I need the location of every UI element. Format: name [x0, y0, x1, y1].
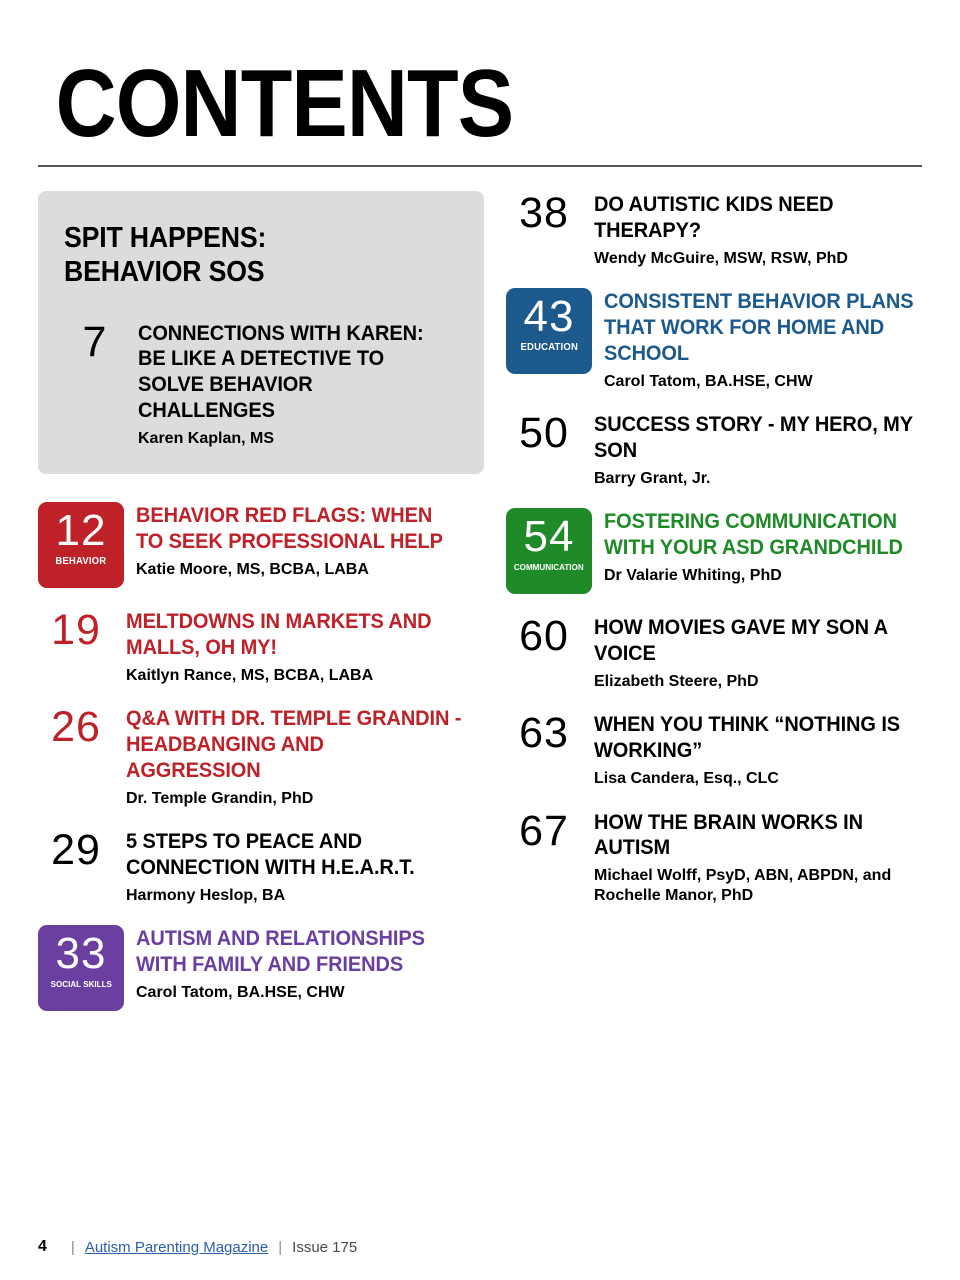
entry-title[interactable]: FOSTERING COMMUNICATION WITH YOUR ASD GR…	[604, 509, 903, 560]
entry-body: HOW THE BRAIN WORKS IN AUTISM Michael Wol…	[582, 809, 956, 906]
entry-author: Michael Wolff, PsyD, ABN, ABPDN, and Roc…	[594, 867, 892, 904]
page-number[interactable]: 67	[519, 806, 569, 855]
entry-author: Karen Kaplan, MS	[138, 429, 275, 447]
toc-entry[interactable]: 29 5 STEPS TO PEACE AND CONNECTION WITH H…	[38, 828, 488, 905]
entry-author: Barry Grant, Jr.	[594, 469, 711, 487]
category-label: EDUCATION	[520, 341, 578, 353]
right-entry-list: 38 DO AUTISTIC KIDS NEED THERAPY? Wendy Mc…	[506, 191, 956, 905]
entry-title[interactable]: MELTDOWNS IN MARKETS AND MALLS, OH MY!	[126, 609, 432, 660]
entry-title[interactable]: HOW THE BRAIN WORKS IN AUTISM	[594, 809, 863, 860]
toc-entry[interactable]: 26 Q&A WITH DR. TEMPLE GRANDIN - HEADBANG…	[38, 705, 488, 808]
entry-body: SUCCESS STORY - MY HERO, MY SON Barry Gra…	[582, 411, 956, 488]
feature-heading-line-1: SPIT HAPPENS:	[64, 222, 267, 255]
entry-author: Kaitlyn Rance, MS, BCBA, LABA	[126, 666, 374, 684]
entry-title[interactable]: 5 STEPS TO PEACE AND CONNECTION WITH H.E…	[126, 829, 415, 880]
entry-body: BEHAVIOR RED FLAGS: WHEN TO SEEK PROFESS…	[124, 502, 488, 579]
page-number[interactable]: 38	[519, 189, 569, 238]
toc-entry[interactable]: 19 MELTDOWNS IN MARKETS AND MALLS, OH MY!…	[38, 608, 488, 685]
entry-title[interactable]: SUCCESS STORY - MY HERO, MY SON	[594, 412, 913, 462]
entry-author: Wendy McGuire, MSW, RSW, PhD	[594, 249, 848, 267]
entry-title[interactable]: BEHAVIOR RED FLAGS: WHEN TO SEEK PROFESS…	[136, 503, 443, 554]
entry-title[interactable]: HOW MOVIES GAVE MY SON A VOICE	[594, 615, 888, 666]
entry-body: DO AUTISTIC KIDS NEED THERAPY? Wendy McGu…	[582, 191, 956, 268]
toc-entry[interactable]: 50 SUCCESS STORY - MY HERO, MY SON Barry G…	[506, 411, 956, 488]
entry-body: MELTDOWNS IN MARKETS AND MALLS, OH MY! Ka…	[114, 608, 488, 685]
page-number[interactable]: 26	[51, 703, 101, 752]
entry-author: Lisa Candera, Esq., CLC	[594, 770, 779, 788]
entry-title[interactable]: Q&A WITH DR. TEMPLE GRANDIN - HEADBANGIN…	[126, 706, 462, 783]
entry-body: CONSISTENT BEHAVIOR PLANS THAT WORK FOR …	[592, 288, 956, 391]
category-label: BEHAVIOR	[55, 555, 107, 567]
toc-entry[interactable]: 7 CONNECTIONS WITH KAREN: BE LIKE A DETE…	[64, 320, 458, 449]
footer-issue-label: Issue 175	[292, 1238, 358, 1256]
footer-separator-2: |	[278, 1238, 283, 1256]
page-number: 43	[523, 292, 575, 342]
feature-section-heading: SPIT HAPPENS: BEHAVIOR SOS	[64, 221, 426, 289]
contents-columns: SPIT HAPPENS: BEHAVIOR SOS 7 CONNECTIONS…	[38, 191, 922, 1031]
toc-entry[interactable]: 38 DO AUTISTIC KIDS NEED THERAPY? Wendy Mc…	[506, 191, 956, 268]
left-column: SPIT HAPPENS: BEHAVIOR SOS 7 CONNECTIONS…	[38, 191, 488, 1031]
right-column: 38 DO AUTISTIC KIDS NEED THERAPY? Wendy Mc…	[506, 191, 956, 925]
entry-author: Carol Tatom, BA.HSE, CHW	[136, 984, 345, 1002]
entry-author: Dr. Temple Grandin, PhD	[126, 789, 314, 807]
feature-heading-line-2: BEHAVIOR SOS	[64, 256, 265, 289]
entry-body: AUTISM AND RELATIONSHIPS WITH FAMILY AND…	[124, 925, 488, 1002]
page-number[interactable]: 29	[51, 826, 101, 875]
entry-author: Harmony Heslop, BA	[126, 886, 286, 904]
page-number: 12	[55, 506, 107, 556]
page-number[interactable]: 19	[51, 606, 101, 655]
feature-section-box: SPIT HAPPENS: BEHAVIOR SOS 7 CONNECTIONS…	[38, 191, 484, 475]
entry-title[interactable]: AUTISM AND RELATIONSHIPS WITH FAMILY AND…	[136, 926, 425, 977]
magazine-link[interactable]: Autism Parenting Magazine	[84, 1238, 269, 1256]
entry-title[interactable]: CONSISTENT BEHAVIOR PLANS THAT WORK FOR …	[604, 289, 914, 365]
entry-author: Carol Tatom, BA.HSE, CHW	[604, 372, 813, 390]
category-label: SOCIAL SKILLS	[50, 978, 112, 989]
toc-entry[interactable]: 63 WHEN YOU THINK “NOTHING IS WORKING” Lis…	[506, 711, 956, 788]
footer-separator-1: |	[70, 1238, 75, 1256]
entry-body: Q&A WITH DR. TEMPLE GRANDIN - HEADBANGIN…	[114, 705, 488, 808]
entry-body: FOSTERING COMMUNICATION WITH YOUR ASD GR…	[592, 508, 956, 585]
page-number[interactable]: 7	[82, 317, 108, 366]
entry-body: WHEN YOU THINK “NOTHING IS WORKING” Lisa …	[582, 711, 956, 788]
entry-body: HOW MOVIES GAVE MY SON A VOICE Elizabeth …	[582, 614, 956, 691]
page-title: CONTENTS	[55, 50, 514, 157]
entry-title[interactable]: WHEN YOU THINK “NOTHING IS WORKING”	[594, 712, 901, 763]
masthead: CONTENTS	[38, 0, 922, 168]
entry-body: CONNECTIONS WITH KAREN: BE LIKE A DETECT…	[126, 320, 458, 449]
toc-entry[interactable]: 60 HOW MOVIES GAVE MY SON A VOICE Elizabet…	[506, 614, 956, 691]
entry-author: Katie Moore, MS, BCBA, LABA	[136, 560, 369, 578]
entry-title[interactable]: CONNECTIONS WITH KAREN: BE LIKE A DETECT…	[138, 320, 424, 423]
page-number[interactable]: 63	[519, 709, 569, 758]
entry-author: Dr Valarie Whiting, PhD	[604, 566, 782, 584]
footer: 4 | Autism Parenting Magazine | Issue 17…	[38, 1238, 357, 1256]
page-number: 54	[523, 512, 575, 562]
entry-body: 5 STEPS TO PEACE AND CONNECTION WITH H.E…	[114, 828, 488, 905]
page-number[interactable]: 50	[519, 409, 569, 458]
footer-page-number: 4	[38, 1238, 47, 1255]
category-label: COMMUNICATION	[514, 561, 584, 572]
entry-title[interactable]: DO AUTISTIC KIDS NEED THERAPY?	[594, 192, 834, 242]
page-number[interactable]: 60	[519, 612, 569, 661]
page-number: 33	[55, 929, 107, 979]
header-divider	[38, 165, 922, 168]
toc-entry[interactable]: 67 HOW THE BRAIN WORKS IN AUTISM Michael W…	[506, 809, 956, 906]
entry-author: Elizabeth Steere, PhD	[594, 672, 759, 690]
